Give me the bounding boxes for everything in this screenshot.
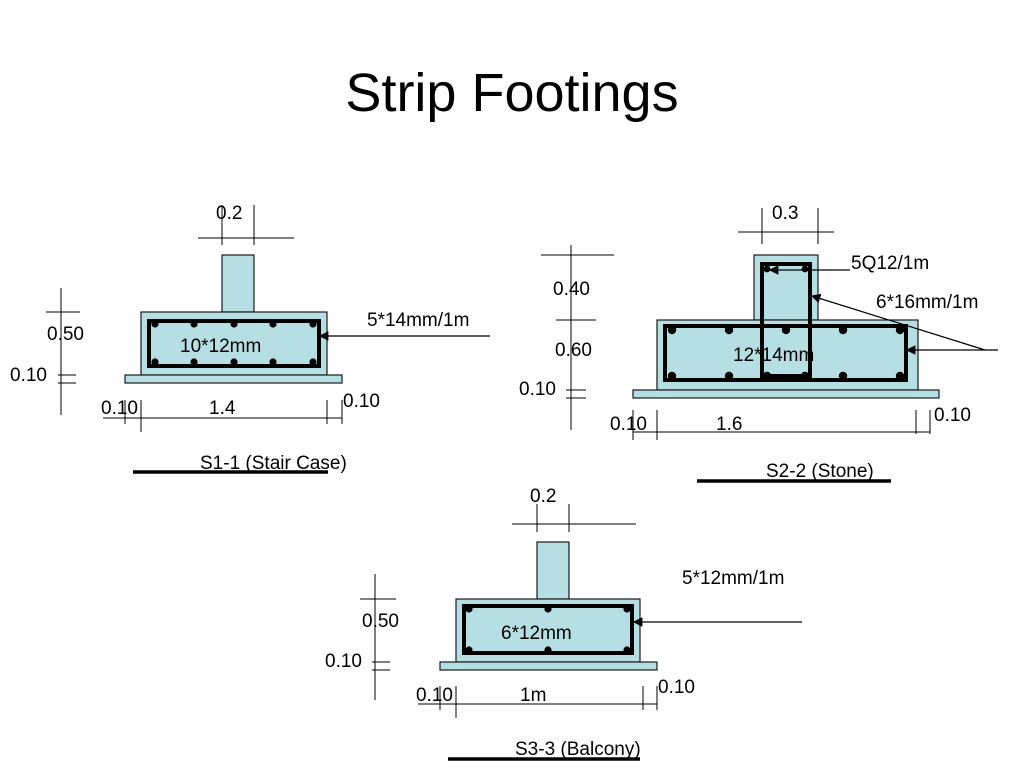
s3-inner-label: 6*12mm: [501, 623, 572, 644]
s2-blinding: [632, 389, 940, 399]
section-s3: 0.2 6*12mm 5*12mm/1m 0.50 0.10 0.10 1m 0…: [325, 486, 802, 761]
s2-right-offset-label: 0.10: [934, 405, 971, 426]
s2-left-offset-label: 0.10: [610, 414, 647, 435]
s1-column: [221, 254, 255, 313]
s1-right-offset-label: 0.10: [343, 391, 380, 412]
s1-inner-label: 10*12mm: [180, 336, 261, 357]
s1-blinding: [124, 374, 343, 384]
s2-base-label: 0.10: [519, 379, 556, 400]
s2-rebar-note: 6*16mm/1m: [876, 292, 978, 313]
s3-column: [536, 541, 570, 600]
s3-blinding: [439, 661, 658, 671]
s2-col-width-label: 0.3: [772, 203, 798, 224]
s3-rebar-note: 5*12mm/1m: [682, 568, 784, 589]
s2-inner-label: 12*14mm: [733, 345, 814, 366]
s1-left-offset-label: 0.10: [101, 398, 138, 419]
s3-base-label: 0.10: [325, 651, 362, 672]
s3-rebar-dots: [465, 605, 631, 654]
s2-rebar-dots: [667, 265, 905, 381]
section-s2: 0.3 12*14mm 5Q12/1m 6*16mm/1m 0.40 0.60 …: [519, 203, 998, 483]
section-s1: 0.2 10*12mm 5*14mm/1m 0.50 0.10 0.10 1.4…: [10, 203, 490, 474]
s3-col-width-label: 0.2: [530, 486, 556, 507]
s1-section-label: S1-1 (Stair Case): [200, 453, 347, 474]
s3-right-offset-label: 0.10: [658, 677, 695, 698]
s2-stirrup: [760, 262, 812, 378]
s1-height-label: 0.50: [47, 324, 84, 345]
s3-height-label: 0.50: [362, 611, 399, 632]
s2-width-label: 1.6: [716, 414, 742, 435]
s1-rebar-dots: [151, 320, 317, 366]
s3-section-label: S3-3 (Balcony): [515, 739, 641, 760]
page-title: Strip Footings: [345, 63, 679, 123]
s1-base-label: 0.10: [10, 365, 47, 386]
s1-width-label: 1.4: [209, 398, 236, 419]
s2-col-height-label: 0.40: [553, 279, 590, 300]
s2-height-label: 0.60: [555, 340, 592, 361]
s2-stirrup-note: 5Q12/1m: [851, 253, 929, 274]
s2-section-label: S2-2 (Stone): [766, 461, 874, 482]
s3-left-offset-label: 0.10: [416, 685, 453, 706]
s1-col-width-label: 0.2: [216, 203, 242, 224]
s1-rebar-note: 5*14mm/1m: [367, 310, 469, 331]
s3-width-label: 1m: [520, 685, 546, 706]
